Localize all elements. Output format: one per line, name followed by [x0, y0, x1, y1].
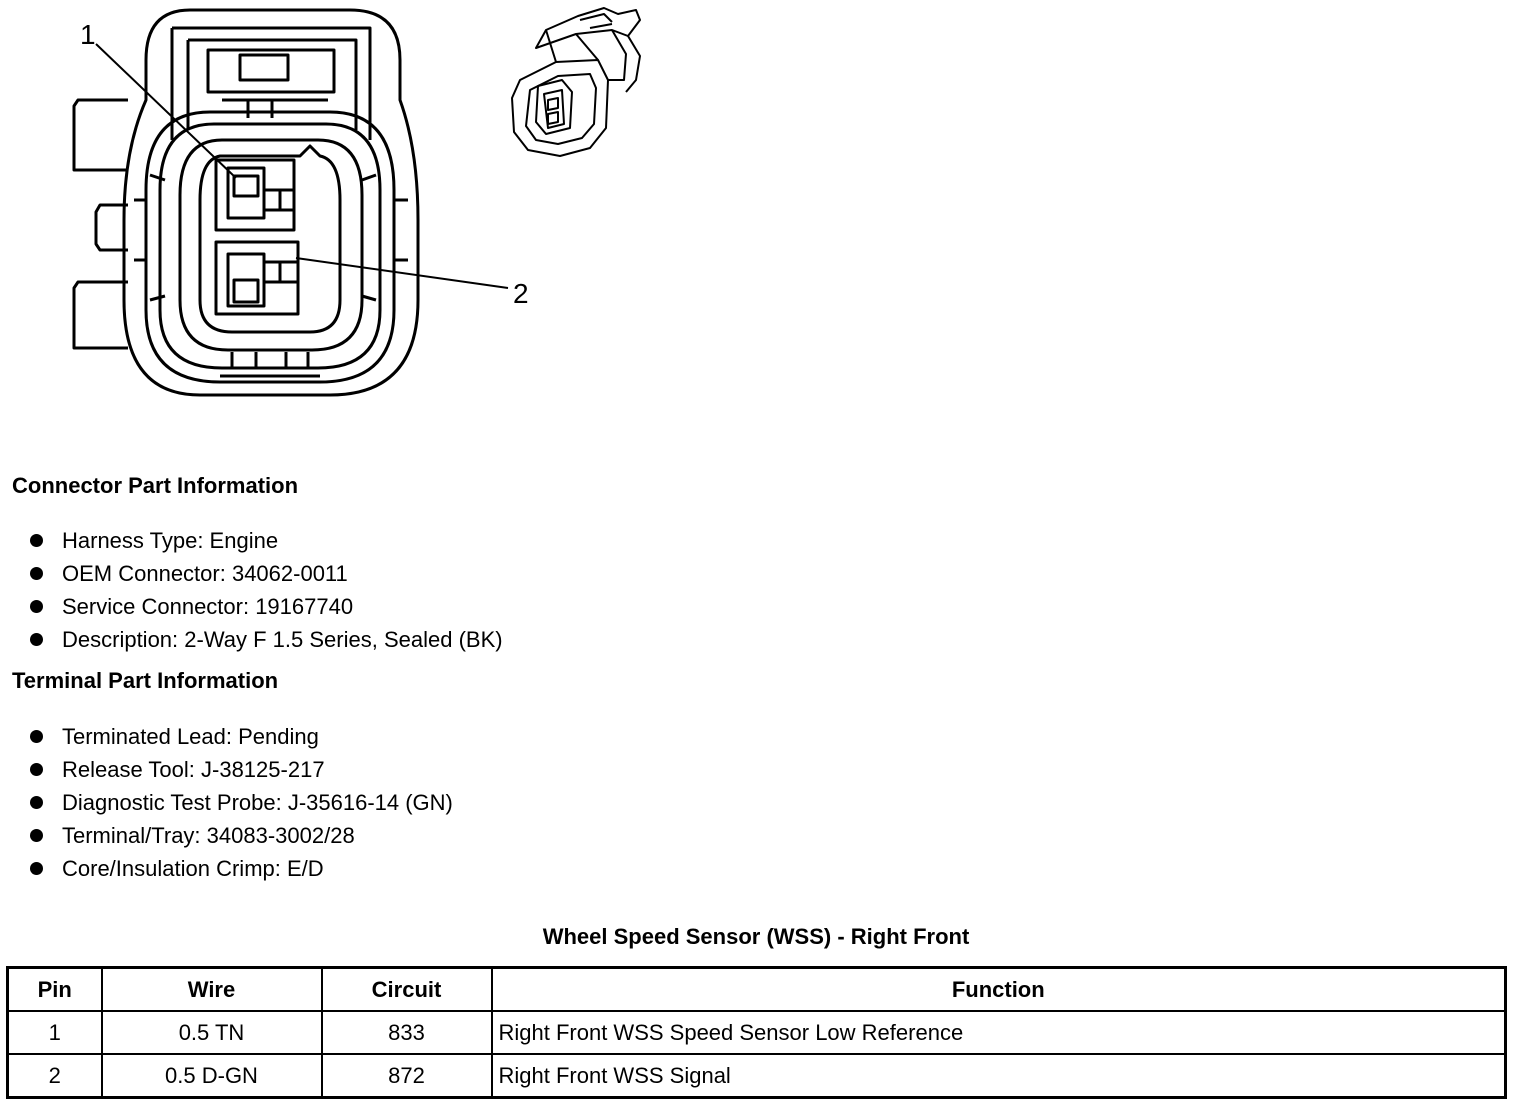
cell-wire: 0.5 TN [100, 1010, 323, 1055]
table-row: 2 0.5 D-GN 872 Right Front WSS Signal [6, 1053, 1507, 1099]
list-item: Terminated Lead: Pending [30, 720, 453, 753]
header-function: Function [490, 966, 1507, 1012]
list-item: Service Connector: 19167740 [30, 590, 503, 623]
callout-2: 2 [513, 278, 529, 309]
cell-function: Right Front WSS Speed Sensor Low Referen… [490, 1010, 1507, 1055]
connector-info-list: Harness Type: Engine OEM Connector: 3406… [30, 524, 503, 656]
table-row: 1 0.5 TN 833 Right Front WSS Speed Senso… [6, 1010, 1507, 1055]
table-header-row: Pin Wire Circuit Function [6, 966, 1507, 1012]
connector-3d-icon [511, 7, 641, 157]
connector-diagram: 1 2 [72, 7, 641, 397]
terminal-section-title: Terminal Part Information [12, 668, 279, 693]
header-pin: Pin [6, 966, 103, 1012]
list-item: Release Tool: J-38125-217 [30, 753, 453, 786]
bullet-icon [30, 534, 43, 547]
bullet-icon [30, 600, 43, 613]
bullet-icon [30, 829, 43, 842]
terminal-info-list: Terminated Lead: Pending Release Tool: J… [30, 720, 453, 885]
connector-section-title: Connector Part Information [12, 473, 299, 498]
list-item: Diagnostic Test Probe: J-35616-14 (GN) [30, 786, 453, 819]
list-item: Terminal/Tray: 34083-3002/28 [30, 819, 453, 852]
cell-circuit: 833 [320, 1010, 493, 1055]
callout-1: 1 [80, 19, 96, 50]
bullet-icon [30, 796, 43, 809]
bullet-icon [30, 763, 43, 776]
list-item: Description: 2-Way F 1.5 Series, Sealed … [30, 623, 503, 656]
pinout-table: Pin Wire Circuit Function 1 0.5 TN 833 R… [6, 966, 1507, 1099]
header-wire: Wire [100, 966, 323, 1012]
bullet-icon [30, 862, 43, 875]
cell-function: Right Front WSS Signal [490, 1053, 1507, 1099]
cell-pin: 1 [6, 1010, 103, 1055]
list-item: Harness Type: Engine [30, 524, 503, 557]
table-title: Wheel Speed Sensor (WSS) - Right Front [542, 924, 970, 949]
cell-pin: 2 [6, 1053, 103, 1099]
cell-wire: 0.5 D-GN [100, 1053, 323, 1099]
bullet-icon [30, 567, 43, 580]
header-circuit: Circuit [320, 966, 493, 1012]
bullet-icon [30, 730, 43, 743]
bullet-icon [30, 633, 43, 646]
list-item: Core/Insulation Crimp: E/D [30, 852, 453, 885]
list-item: OEM Connector: 34062-0011 [30, 557, 503, 590]
cell-circuit: 872 [320, 1053, 493, 1099]
